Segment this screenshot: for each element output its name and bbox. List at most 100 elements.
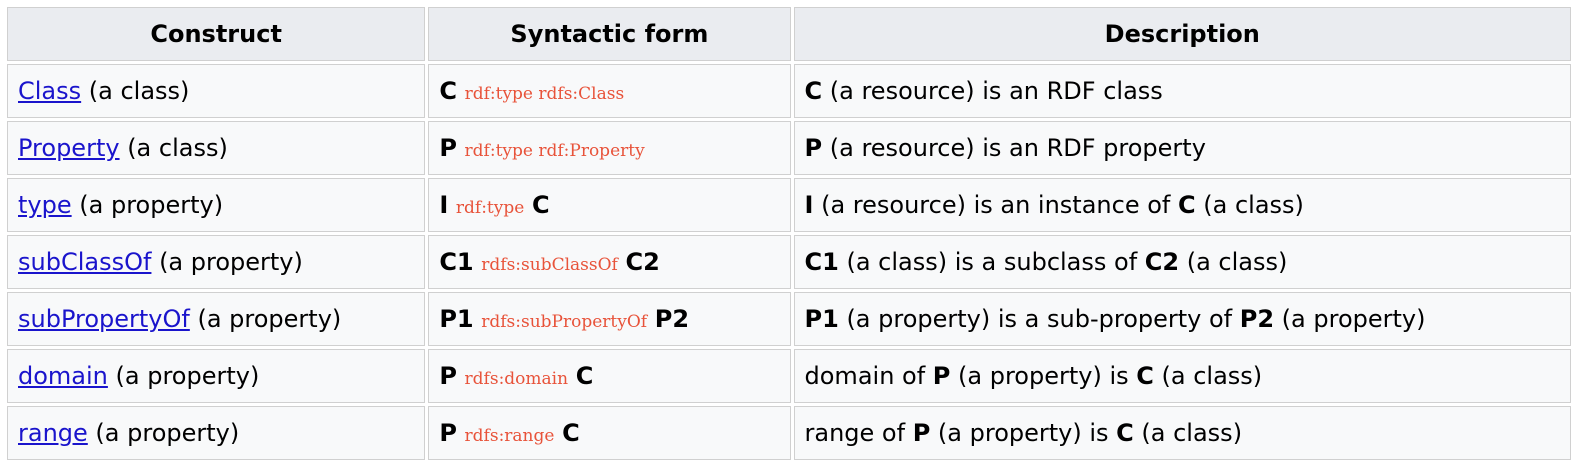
text: (a resource) is an RDF property — [822, 134, 1206, 162]
text — [457, 77, 465, 105]
header-syntactic-form: Syntactic form — [428, 7, 791, 61]
symbol: I — [439, 191, 449, 219]
table-row: subPropertyOf (a property)P1 rdfs:subPro… — [7, 292, 1571, 346]
symbol: C2 — [1144, 248, 1180, 276]
text — [457, 362, 465, 390]
text: domain of — [804, 362, 933, 390]
rdf-keyword: rdfs:range — [464, 426, 555, 446]
text: (a resource) is an instance of — [813, 191, 1178, 219]
header-construct: Construct — [7, 7, 426, 61]
text: (a class) — [1153, 362, 1263, 390]
symbol: C — [439, 77, 457, 105]
rdfs-constructs-table: Construct Syntactic form Description Cla… — [4, 4, 1574, 463]
construct-note: (a property) — [71, 191, 224, 219]
construct-cell: Class (a class) — [7, 64, 426, 118]
symbol: P1 — [439, 305, 474, 333]
construct-link[interactable]: domain — [18, 362, 108, 390]
construct-note: (a property) — [151, 248, 303, 276]
symbol: C1 — [804, 248, 839, 276]
description-cell: C1 (a class) is a subclass of C2 (a clas… — [793, 235, 1571, 289]
text — [457, 134, 465, 162]
symbol: P — [932, 362, 951, 390]
text: range of — [804, 419, 913, 447]
text — [448, 191, 456, 219]
symbol: I — [804, 191, 814, 219]
symbol: C — [804, 77, 823, 105]
rdf-keyword: rdfs:domain — [464, 369, 569, 389]
symbol: C2 — [625, 248, 660, 276]
table-row: subClassOf (a property)C1 rdfs:subClassO… — [7, 235, 1571, 289]
table-row: Property (a class)P rdf:type rdf:Propert… — [7, 121, 1571, 175]
text: (a class) — [1195, 191, 1304, 219]
construct-cell: Property (a class) — [7, 121, 426, 175]
text — [524, 191, 532, 219]
description-cell: domain of P (a property) is C (a class) — [793, 349, 1571, 403]
text: (a property) is a sub-property of — [838, 305, 1240, 333]
text: (a class) is a subclass of — [838, 248, 1145, 276]
description-cell: I (a resource) is an instance of C (a cl… — [793, 178, 1571, 232]
text: (a resource) is an RDF class — [822, 77, 1163, 105]
construct-cell: range (a property) — [7, 406, 426, 460]
symbol: C — [575, 362, 594, 390]
text: (a class) — [1133, 419, 1243, 447]
construct-link[interactable]: Class — [18, 77, 82, 105]
symbol: C1 — [439, 248, 474, 276]
text: (a property) — [1274, 305, 1426, 333]
symbol: P — [912, 419, 931, 447]
syntax-cell: I rdf:type C — [428, 178, 791, 232]
rdf-keyword: rdf:type — [455, 198, 525, 218]
symbol: C — [562, 419, 580, 447]
syntax-cell: C1 rdfs:subClassOf C2 — [428, 235, 791, 289]
construct-note: (a class) — [81, 77, 190, 105]
rdf-keyword: rdfs:subClassOf — [481, 255, 618, 275]
table-header-row: Construct Syntactic form Description — [7, 7, 1571, 61]
text: (a property) is — [930, 419, 1117, 447]
syntax-cell: C rdf:type rdfs:Class — [428, 64, 791, 118]
symbol: P1 — [804, 305, 839, 333]
construct-link[interactable]: range — [18, 419, 88, 447]
symbol: P2 — [1239, 305, 1275, 333]
construct-link[interactable]: type — [18, 191, 72, 219]
construct-note: (a property) — [189, 305, 342, 333]
header-description: Description — [793, 7, 1571, 61]
text: (a property) is — [950, 362, 1137, 390]
construct-link[interactable]: Property — [18, 134, 120, 162]
rdf-keyword: rdfs:subPropertyOf — [481, 312, 648, 332]
text: (a class) — [1179, 248, 1288, 276]
text — [647, 305, 655, 333]
description-cell: P1 (a property) is a sub-property of P2 … — [793, 292, 1571, 346]
text — [457, 419, 465, 447]
text — [554, 419, 562, 447]
text — [568, 362, 576, 390]
construct-note: (a property) — [107, 362, 260, 390]
symbol: P — [804, 134, 823, 162]
symbol: P — [439, 134, 457, 162]
description-cell: C (a resource) is an RDF class — [793, 64, 1571, 118]
construct-link[interactable]: subClassOf — [18, 248, 152, 276]
symbol: P — [439, 362, 457, 390]
symbol: C — [1136, 362, 1154, 390]
construct-cell: type (a property) — [7, 178, 426, 232]
construct-cell: domain (a property) — [7, 349, 426, 403]
symbol: C — [1116, 419, 1134, 447]
syntax-cell: P1 rdfs:subPropertyOf P2 — [428, 292, 791, 346]
rdf-keyword: rdf:type rdfs:Class — [464, 84, 625, 104]
description-cell: P (a resource) is an RDF property — [793, 121, 1571, 175]
construct-note: (a class) — [119, 134, 228, 162]
construct-link[interactable]: subPropertyOf — [18, 305, 190, 333]
syntax-cell: P rdfs:domain C — [428, 349, 791, 403]
rdf-keyword: rdf:type rdf:Property — [464, 141, 645, 161]
construct-note: (a property) — [87, 419, 240, 447]
construct-cell: subPropertyOf (a property) — [7, 292, 426, 346]
construct-cell: subClassOf (a property) — [7, 235, 426, 289]
syntax-cell: P rdf:type rdf:Property — [428, 121, 791, 175]
syntax-cell: P rdfs:range C — [428, 406, 791, 460]
symbol: P2 — [654, 305, 690, 333]
symbol: P — [439, 419, 457, 447]
description-cell: range of P (a property) is C (a class) — [793, 406, 1571, 460]
